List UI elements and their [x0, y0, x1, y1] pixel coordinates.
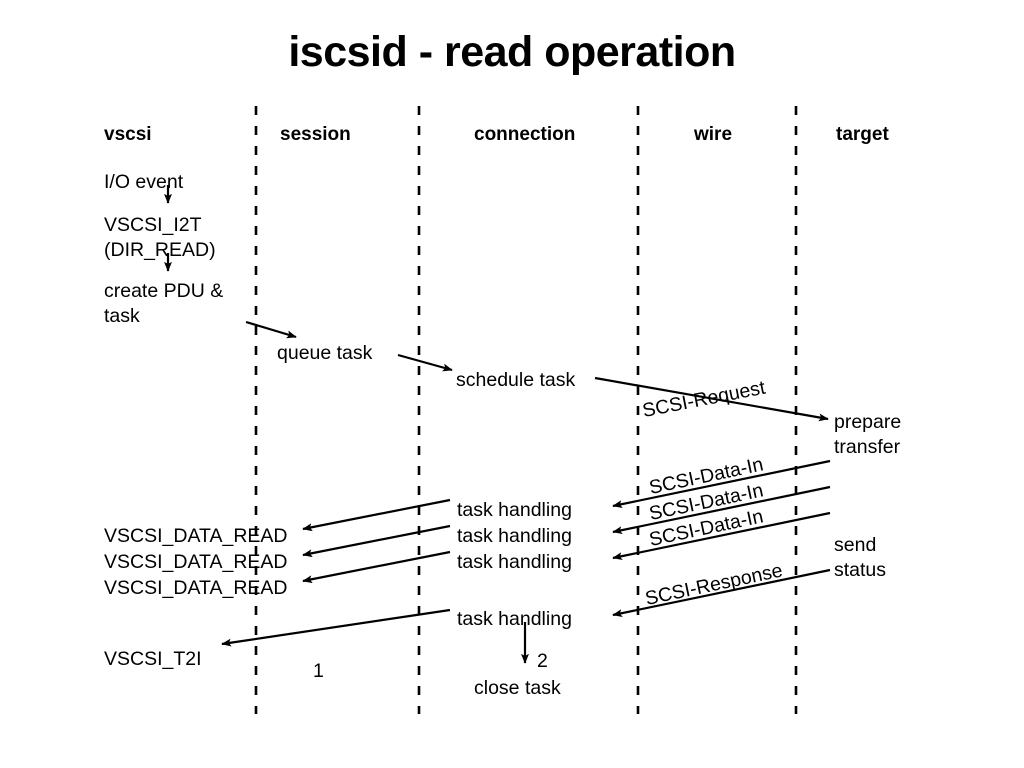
arrow-datain-2 [612, 485, 831, 535]
node-task-handling-3: task handling [457, 551, 572, 573]
node-vscsi-data-read-1: VSCSI_DATA_READ [104, 525, 288, 547]
column-header-target: target [836, 124, 889, 145]
node-vscsi-i2t: VSCSI_I2T (DIR_READ) [104, 214, 216, 261]
arrow-th1-to-read1 [302, 498, 451, 532]
node-prepare-transfer: prepare transfer [834, 411, 902, 458]
node-task-handling-4: task handling [457, 608, 572, 630]
lifelines-group [254, 106, 798, 714]
node-task-handling-1: task handling [457, 499, 572, 521]
node-vscsi-data-read-3: VSCSI_DATA_READ [104, 577, 288, 599]
node-close-task: close task [474, 677, 561, 699]
node-queue-task: queue task [277, 342, 373, 364]
arrow-create-to-queue [245, 320, 297, 339]
arrow-schedule-to-target [594, 376, 829, 422]
node-schedule-task: schedule task [456, 369, 576, 391]
node-send-status: send status [834, 534, 887, 581]
arrows-group [164, 185, 831, 664]
column-header-vscsi: vscsi [104, 124, 152, 145]
arrow-th2-to-read2 [302, 524, 451, 558]
page-title: iscsid - read operation [288, 28, 736, 76]
arrow-th4-to-t2i [221, 608, 451, 647]
column-header-session: session [280, 124, 351, 145]
arrow-queue-to-schedule [397, 353, 453, 372]
arrow-datain-1 [612, 459, 831, 509]
arrow-response [612, 568, 831, 618]
arrow-th3-to-read3 [302, 550, 451, 584]
column-header-wire: wire [694, 124, 733, 145]
node-vscsi-t2i: VSCSI_T2I [104, 648, 202, 670]
node-vscsi-data-read-2: VSCSI_DATA_READ [104, 551, 288, 573]
node-io-event: I/O event [104, 171, 184, 193]
node-task-handling-2: task handling [457, 525, 572, 547]
column-header-connection: connection [474, 124, 576, 145]
step-number-2: 2 [537, 650, 548, 672]
step-number-1: 1 [313, 660, 324, 682]
arrow-datain-3 [612, 511, 831, 561]
node-create-pdu-task: create PDU & task [104, 280, 224, 327]
